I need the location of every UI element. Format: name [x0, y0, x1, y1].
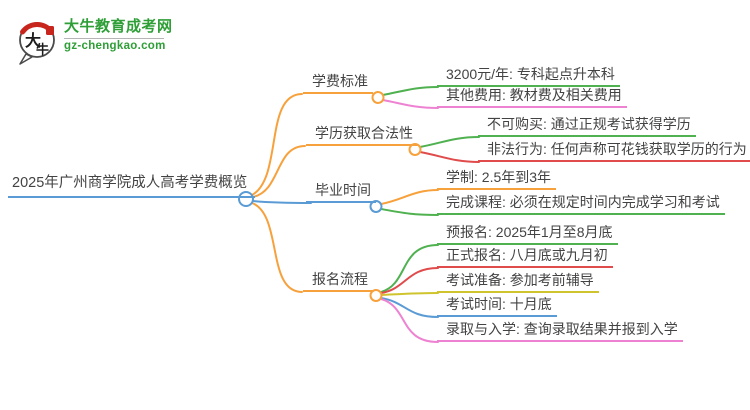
edge-reg-admission — [380, 298, 439, 343]
leaf-no-purchase: 不可购买: 通过正规考试获得学历 — [478, 116, 696, 137]
edge-graduation-length — [380, 189, 439, 205]
leaf-other-fees: 其他费用: 教材费及相关费用 — [437, 87, 627, 108]
branch-degree-legality: 学历获取合法性 — [306, 125, 418, 146]
leaf-study-length: 学制: 2.5年到3年 — [437, 169, 557, 190]
site-logo[interactable]: 大 牛 大牛教育成考网 gz-chengkao.com — [12, 13, 192, 65]
root-junction — [238, 191, 254, 207]
edge-tuition-other — [382, 99, 439, 109]
edge-root-legality — [252, 145, 306, 198]
edge-tuition-fee — [382, 86, 439, 96]
edge-root-tuition — [251, 93, 303, 196]
tuition-junction — [371, 91, 385, 104]
leaf-exam-preparation: 考试准备: 参加考前辅导 — [437, 272, 599, 293]
edge-reg-prereg — [380, 244, 439, 293]
leaf-pre-registration: 预报名: 2025年1月至8月底 — [437, 224, 618, 245]
edge-reg-prep — [380, 292, 439, 296]
edge-legality-illegal — [419, 151, 480, 163]
logo-bubble-icon: 大 牛 — [19, 21, 55, 65]
svg-text:牛: 牛 — [36, 42, 49, 57]
registration-junction — [369, 289, 383, 302]
leaf-exam-time: 考试时间: 十月底 — [437, 296, 557, 317]
logo-site-name: 大牛教育成考网 — [64, 18, 173, 35]
svg-text:大: 大 — [25, 31, 41, 50]
edge-reg-formal — [380, 267, 439, 294]
edge-graduation-course — [380, 208, 439, 216]
branch-tuition-standard: 学费标准 — [303, 73, 373, 94]
leaf-course-completion: 完成课程: 必须在规定时间内完成学习和考试 — [437, 194, 725, 215]
edge-root-registration — [251, 202, 303, 293]
graduation-junction — [369, 200, 383, 213]
root-topic: 2025年广州商学院成人高考学费概览 — [8, 175, 256, 198]
edge-root-graduation — [252, 200, 312, 204]
logo-domain-url: gz-chengkao.com — [64, 40, 166, 52]
edge-legality-nobuy — [419, 136, 480, 148]
branch-graduation-time: 毕业时间 — [306, 182, 376, 203]
edge-reg-examtime — [380, 297, 439, 318]
logo-divider — [64, 38, 164, 39]
leaf-admission-enroll: 录取与入学: 查询录取结果并报到入学 — [437, 321, 683, 342]
leaf-tuition-fee: 3200元/年: 专科起点升本科 — [437, 66, 620, 87]
leaf-formal-registration: 正式报名: 八月底或九月初 — [437, 247, 613, 268]
branch-registration-flow: 报名流程 — [303, 271, 373, 292]
leaf-illegal-behavior: 非法行为: 任何声称可花钱获取学历的行为 — [478, 141, 750, 162]
